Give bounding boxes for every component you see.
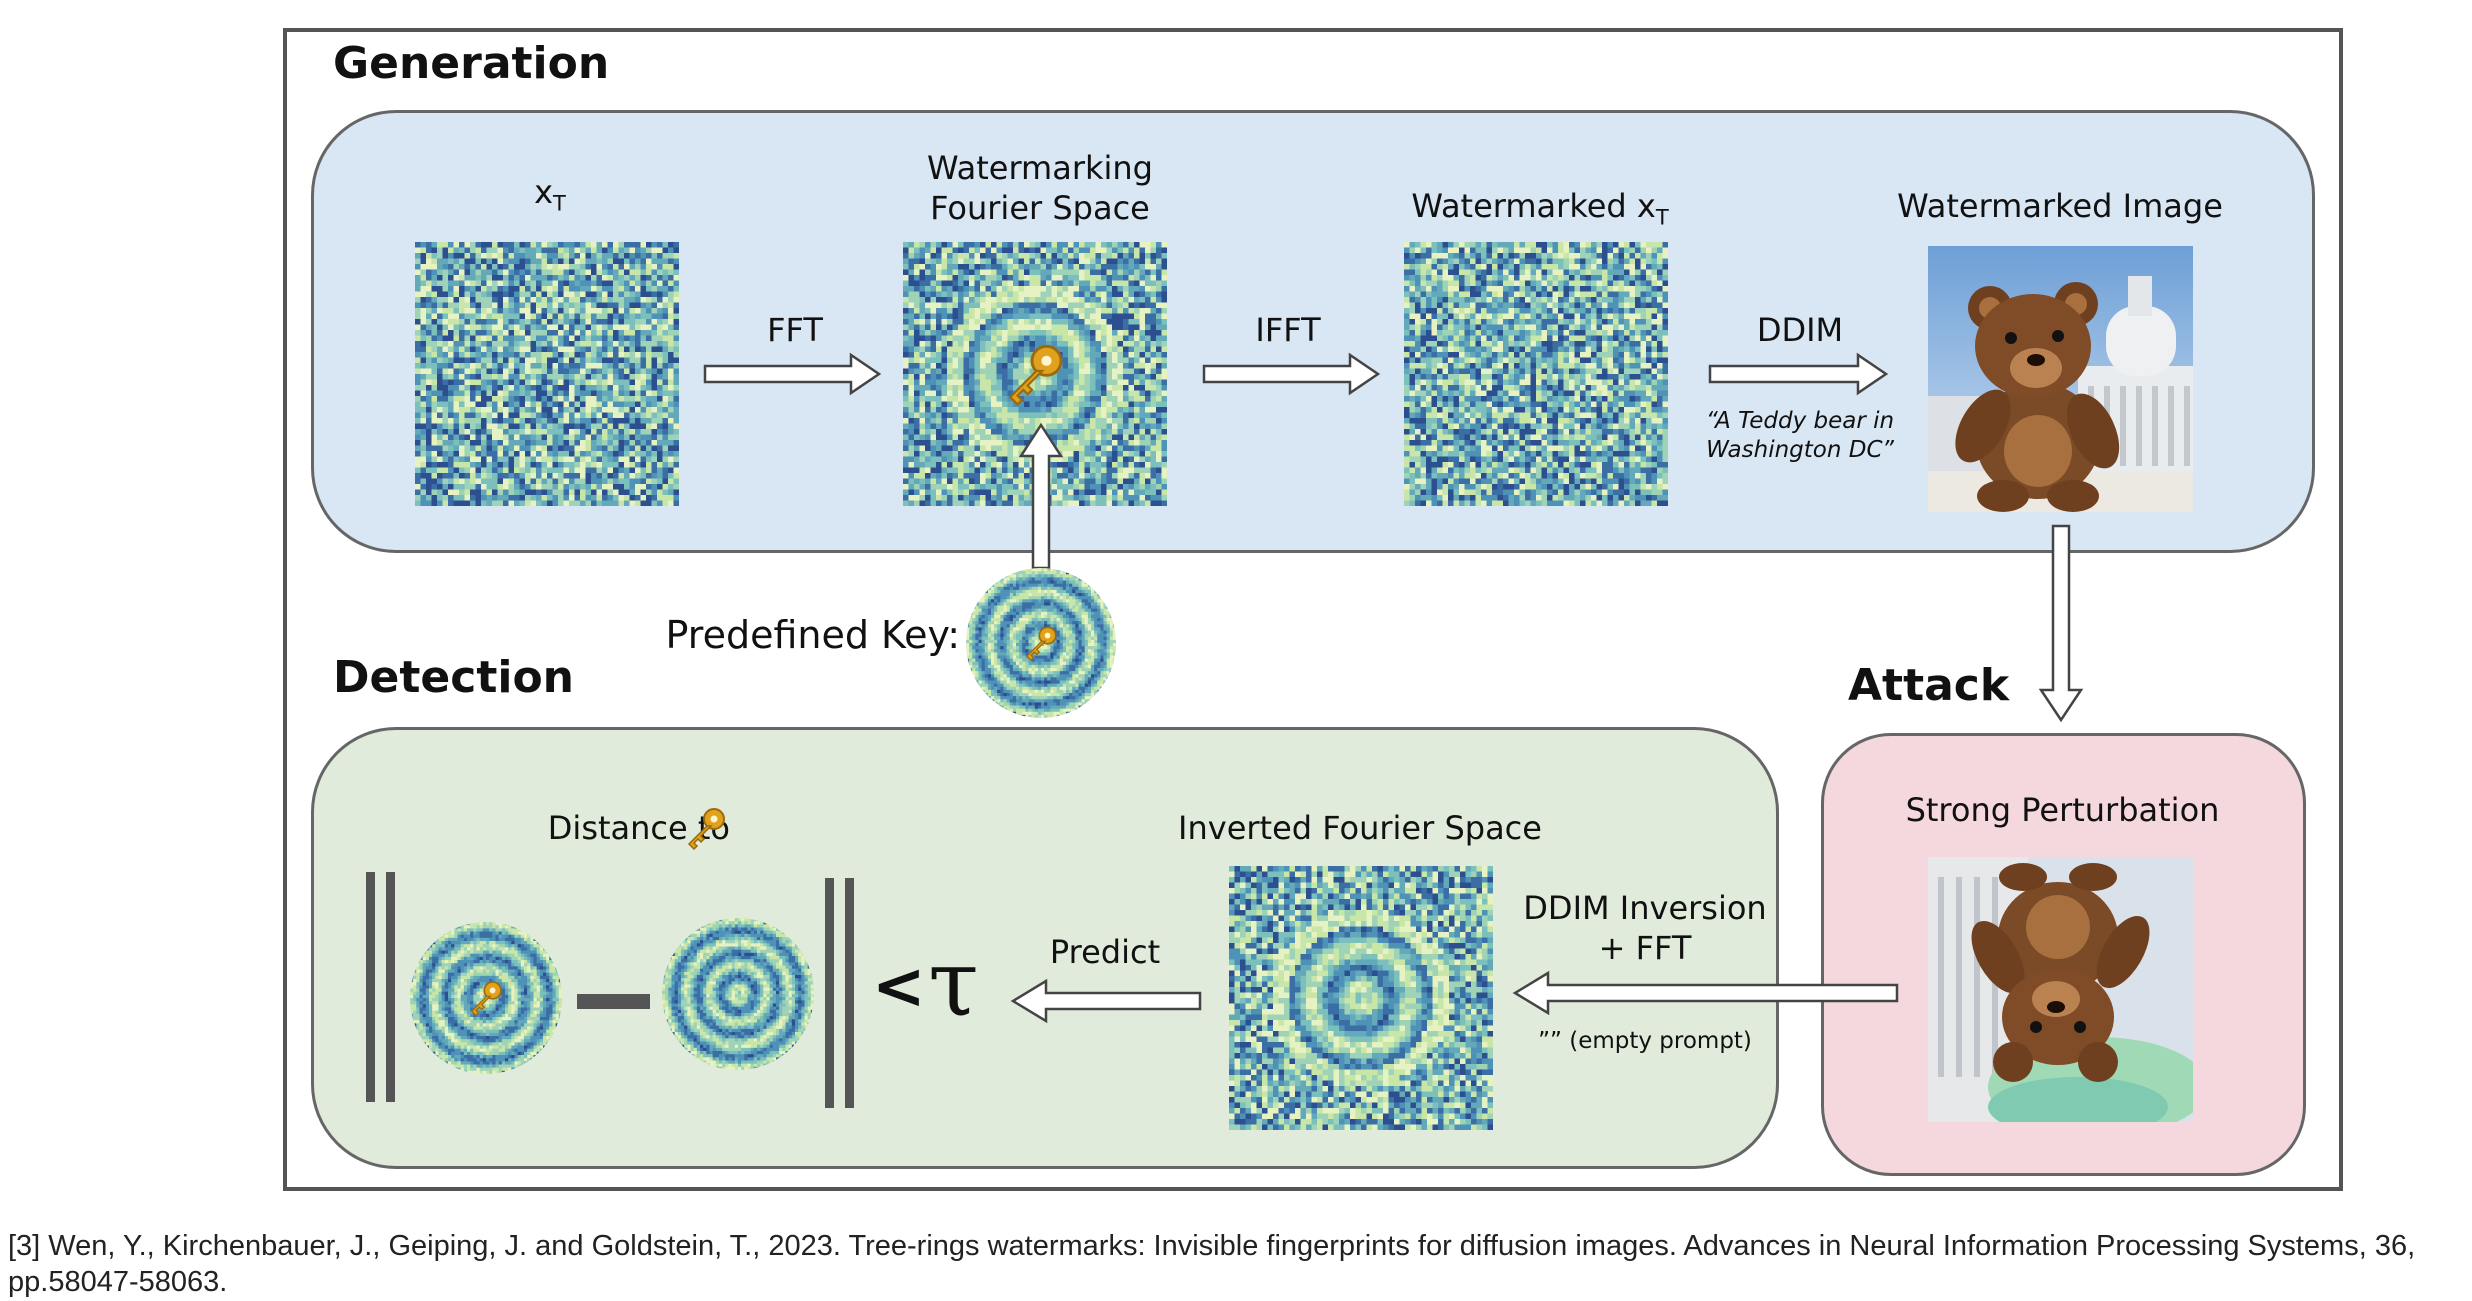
xt-label-sub: T <box>553 191 566 216</box>
ddim-prompt-line1: “A Teddy bear in <box>1705 408 1895 434</box>
attack-title: Attack <box>1848 660 2010 711</box>
perturbed-image <box>1928 857 2193 1122</box>
strong-perturbation-label: Strong Perturbation <box>1905 791 2220 829</box>
watermarked-image-label: Watermarked Image <box>1897 187 2223 225</box>
norm-bar-left-2 <box>386 872 395 1102</box>
ddim-inversion-label: DDIM Inversion + FFT <box>1500 888 1790 968</box>
watermarked-xt-label-text: Watermarked x <box>1411 187 1656 225</box>
key-icon <box>687 808 725 850</box>
tau-threshold: τ <box>928 930 979 1037</box>
watermarked-xt-label: Watermarked xT <box>1380 186 1700 231</box>
ddim-inversion-line2: + FFT <box>1598 929 1692 967</box>
key-pattern-circle <box>410 922 562 1074</box>
key-to-fourier-arrow <box>1018 422 1064 570</box>
fourier-space-label-line2: Fourier Space <box>930 189 1150 227</box>
ddim-prompt-line2: Washington DC” <box>1706 436 1894 463</box>
inverted-fourier-label: Inverted Fourier Space <box>1178 809 1542 847</box>
xt-label: xT <box>470 172 630 217</box>
inverted-fourier-tile <box>1229 866 1493 1130</box>
xt-label-text: x <box>534 173 554 211</box>
noise-tile-watermarked-xt <box>1404 242 1668 506</box>
ddim-prompt: “A Teddy bear in Washington DC” <box>1690 407 1910 465</box>
citation: [3] Wen, Y., Kirchenbauer, J., Geiping, … <box>8 1230 2416 1299</box>
watermarked-xt-label-sub: T <box>1655 205 1669 230</box>
norm-bar-right-1 <box>825 878 834 1108</box>
ifft-label: IFFT <box>1255 311 1321 349</box>
less-than-symbol: < <box>872 950 926 1024</box>
inverted-pattern-circle <box>662 918 814 1070</box>
predict-arrow <box>1010 978 1202 1024</box>
predefined-key-circle <box>966 568 1116 718</box>
norm-bar-left-1 <box>366 872 375 1102</box>
fft-arrow <box>703 352 882 396</box>
predefined-key-label: Predefined Key: <box>665 613 960 657</box>
noise-tile-xt <box>415 242 679 506</box>
ifft-arrow <box>1202 352 1381 396</box>
fourier-space-label: Watermarking Fourier Space <box>890 148 1190 228</box>
image-to-attack-arrow <box>2038 524 2084 723</box>
detection-title: Detection <box>333 652 574 703</box>
diagram-frame <box>283 28 2343 1191</box>
fft-label: FFT <box>767 311 823 349</box>
ddim-arrow <box>1708 352 1889 396</box>
ddim-label: DDIM <box>1756 311 1844 349</box>
fourier-space-label-line1: Watermarking <box>927 149 1153 187</box>
empty-prompt-label: ”” (empty prompt) <box>1538 1028 1752 1054</box>
detection-panel <box>311 727 1779 1169</box>
teddy-bear-image <box>1928 246 2193 512</box>
attack-to-inversion-arrow <box>1512 970 1899 1016</box>
minus-sign <box>577 994 650 1009</box>
norm-bar-right-2 <box>845 878 854 1108</box>
ddim-inversion-line1: DDIM Inversion <box>1523 889 1767 927</box>
generation-title: Generation <box>333 38 610 89</box>
predict-label: Predict <box>1049 933 1161 971</box>
